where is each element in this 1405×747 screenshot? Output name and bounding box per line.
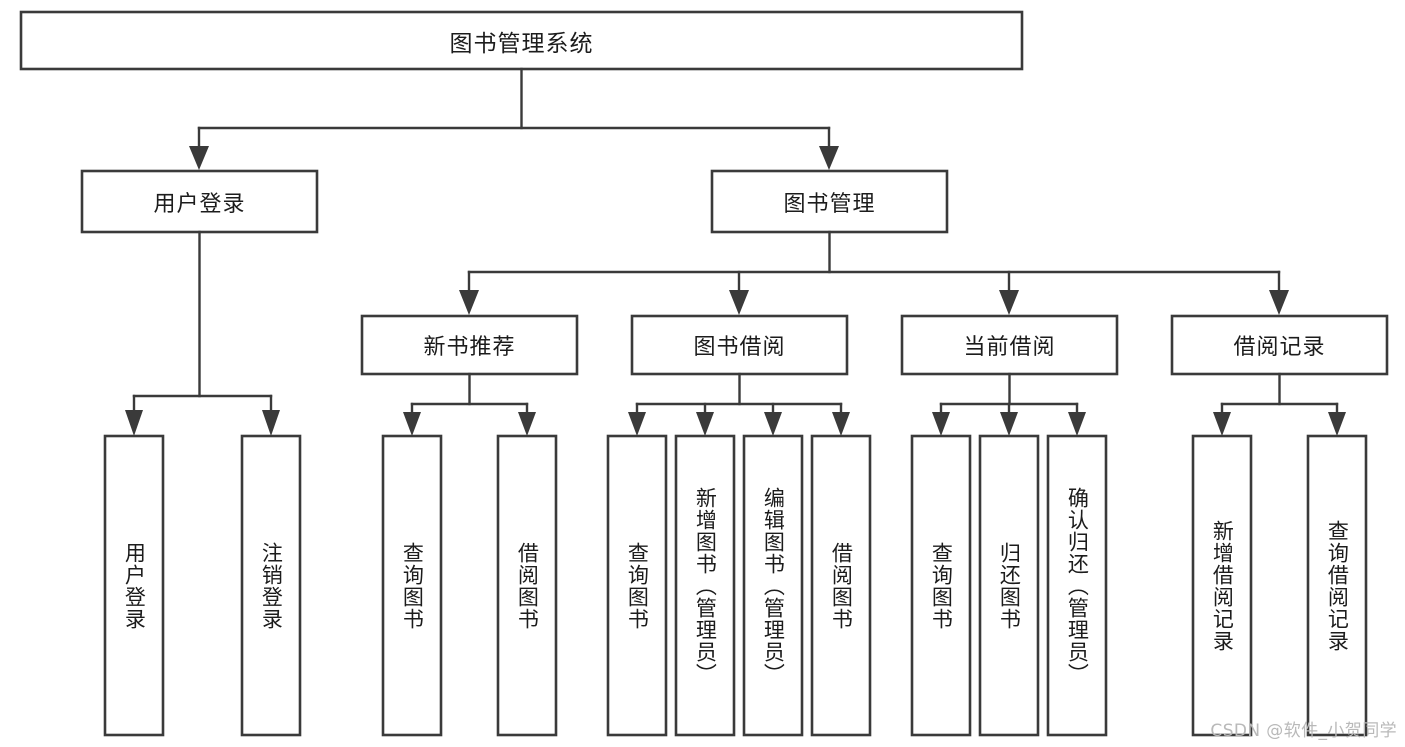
node-user-login-box[interactable]: [80, 169, 319, 234]
node-leaf-borrow-book-2-box[interactable]: [810, 434, 872, 737]
node-borrow-record-box[interactable]: [1170, 314, 1389, 376]
arrow-head-leaf-query-book-1: [403, 412, 421, 436]
arrow-head-leaf-user-logout: [262, 410, 280, 436]
arrow-head-leaf-borrow-book-1: [518, 412, 536, 436]
arrow-head-leaf-query-record: [1328, 412, 1346, 436]
node-root-box[interactable]: [19, 10, 1024, 71]
arrow-head-leaf-return-book: [1000, 412, 1018, 436]
node-leaf-query-record-box[interactable]: [1306, 434, 1368, 737]
node-leaf-query-book-3-box[interactable]: [910, 434, 972, 737]
node-new-book-recommend-box[interactable]: [360, 314, 579, 376]
node-leaf-return-book-box[interactable]: [978, 434, 1040, 737]
arrow-head-book-manage: [819, 146, 839, 170]
node-leaf-borrow-book-1-box[interactable]: [496, 434, 558, 737]
arrow-head-user-login: [189, 146, 209, 170]
node-current-borrow-box[interactable]: [900, 314, 1119, 376]
node-book-manage-box[interactable]: [710, 169, 949, 234]
arrow-head-leaf-query-book-2: [628, 412, 646, 436]
arrow-head-book-borrow: [729, 290, 749, 315]
node-leaf-user-login-box[interactable]: [103, 434, 165, 737]
arrow-head-new-book-recommend: [459, 290, 479, 315]
arrow-head-borrow-record: [1269, 290, 1289, 315]
arrow-head-leaf-edit-book: [764, 412, 782, 436]
arrow-head-current-borrow: [999, 290, 1019, 315]
arrow-head-leaf-user-login: [125, 410, 143, 436]
node-leaf-add-book-box[interactable]: [674, 434, 736, 737]
arrow-head-leaf-query-book-3: [932, 412, 950, 436]
arrow-head-leaf-confirm-return: [1068, 412, 1086, 436]
node-leaf-add-record-box[interactable]: [1191, 434, 1253, 737]
node-leaf-edit-book-box[interactable]: [742, 434, 804, 737]
node-book-borrow-box[interactable]: [630, 314, 849, 376]
node-leaf-user-logout-box[interactable]: [240, 434, 302, 737]
arrow-head-leaf-add-record: [1213, 412, 1231, 436]
node-leaf-confirm-return-box[interactable]: [1046, 434, 1108, 737]
node-leaf-query-book-2-box[interactable]: [606, 434, 668, 737]
arrow-head-leaf-borrow-book-2: [832, 412, 850, 436]
node-leaf-query-book-1-box[interactable]: [381, 434, 443, 737]
arrow-head-leaf-add-book: [696, 412, 714, 436]
